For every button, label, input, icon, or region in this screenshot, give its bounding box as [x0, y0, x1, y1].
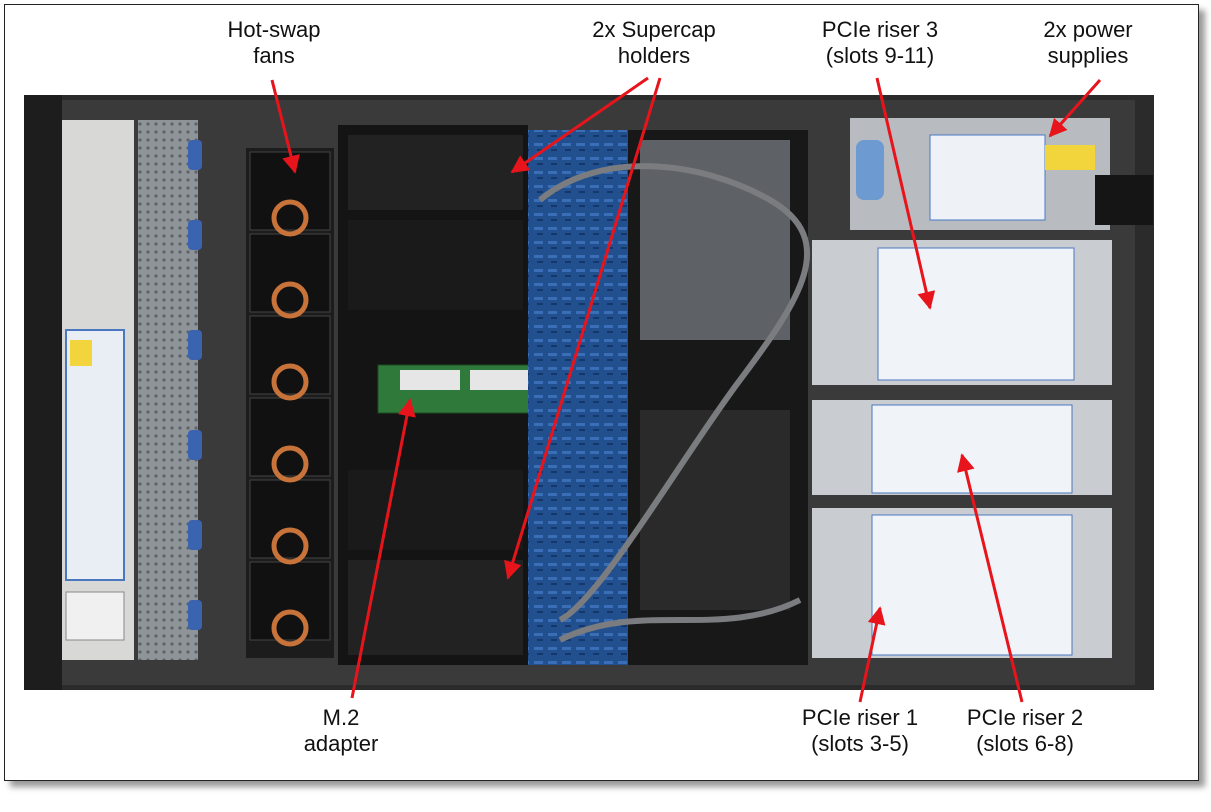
label-riser1-line1: PCIe riser 1	[801, 705, 919, 730]
arrow-supercap-top	[510, 76, 649, 174]
callout-arrows	[270, 76, 1102, 703]
pcie-riser-1	[812, 508, 1112, 658]
label-supercap-line1: 2x Supercap	[592, 17, 716, 42]
fan-latches	[188, 140, 202, 630]
label-riser2-line2: (slots 6-8)	[976, 731, 1074, 756]
label-riser3-line1: PCIe riser 3	[821, 17, 939, 42]
system-board	[528, 130, 811, 665]
label-pcie-riser-1: PCIe riser 1 (slots 3-5)	[780, 705, 940, 757]
pcie-riser-2	[812, 400, 1112, 495]
arrow-riser3	[875, 77, 936, 310]
label-hot-swap-fans: Hot-swap fans	[208, 17, 340, 69]
label-supercap-line2: holders	[617, 43, 691, 68]
label-pcie-riser-3: PCIe riser 3 (slots 9-11)	[800, 17, 960, 69]
label-psu-line1: 2x power	[1043, 17, 1133, 42]
pcie-riser-3	[812, 240, 1112, 385]
arrow-psu	[1048, 79, 1102, 138]
arrow-riser1	[858, 606, 886, 703]
power-supplies	[850, 118, 1153, 230]
label-pcie-riser-2: PCIe riser 2 (slots 6-8)	[945, 705, 1105, 757]
label-psu-line2: supplies	[1047, 43, 1129, 68]
label-power-supplies: 2x power supplies	[1025, 17, 1151, 69]
label-fans-line1: Hot-swap	[227, 17, 321, 42]
hot-swap-fans	[246, 148, 334, 658]
label-riser1-line2: (slots 3-5)	[811, 731, 909, 756]
label-supercap-holders: 2x Supercap holders	[570, 17, 738, 69]
arrow-supercap-bottom	[504, 77, 662, 580]
arrow-fans	[270, 79, 300, 174]
front-bezel	[24, 95, 198, 690]
arrow-m2	[350, 398, 416, 699]
arrow-riser2	[957, 453, 1024, 703]
label-riser2-line1: PCIe riser 2	[966, 705, 1084, 730]
label-m2-line1: M.2	[322, 705, 360, 730]
label-fans-line2: fans	[253, 43, 295, 68]
label-riser3-line2: (slots 9-11)	[825, 43, 935, 68]
label-m2-line2: adapter	[303, 731, 379, 756]
label-m2-adapter: M.2 adapter	[286, 705, 396, 757]
